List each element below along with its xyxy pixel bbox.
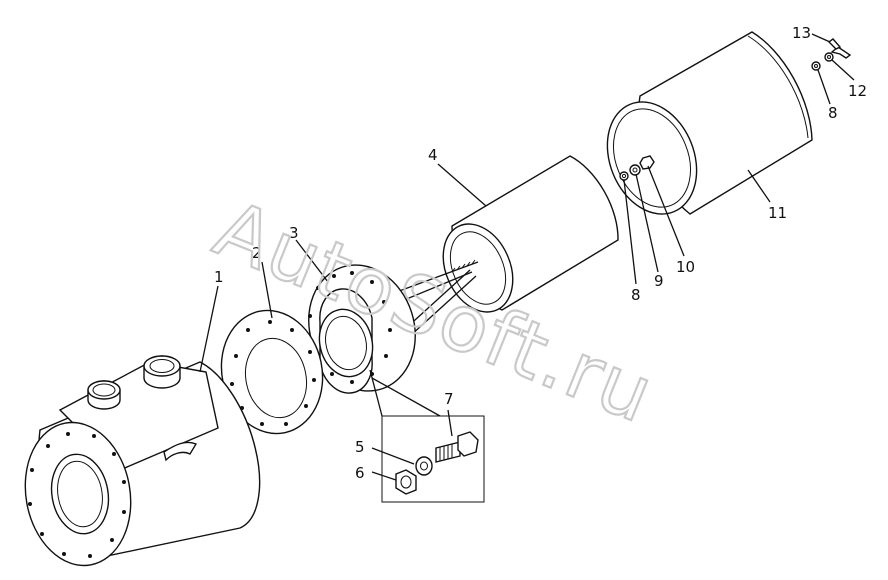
leader-lines	[199, 33, 855, 481]
callout-3: 3	[289, 224, 299, 242]
callout-10: 10	[676, 258, 695, 276]
callout-11: 11	[768, 204, 787, 222]
part-11-outer-cover	[606, 31, 813, 215]
part-3-flange	[308, 264, 416, 394]
callout-5: 5	[355, 438, 365, 456]
callout-8-lower: 8	[631, 286, 641, 304]
callout-4: 4	[428, 146, 438, 164]
callout-2: 2	[252, 244, 262, 262]
callout-6: 6	[355, 464, 365, 482]
callout-8-upper: 8	[828, 104, 838, 122]
callout-9: 9	[654, 272, 664, 290]
callout-7: 7	[444, 390, 454, 408]
callout-13: 13	[792, 24, 811, 42]
part-2-gasket	[220, 309, 324, 435]
part-5-washer	[415, 456, 433, 476]
fastener-detail-box	[369, 369, 485, 503]
callout-1: 1	[214, 268, 224, 286]
part-6-nut	[395, 469, 417, 495]
callout-12: 12	[848, 82, 867, 100]
part-1-housing	[24, 355, 261, 567]
part-8-9-10-washers-nut	[619, 155, 655, 181]
part-8-12-13-wing-fastener	[811, 38, 852, 71]
part-7-bolt	[435, 431, 479, 463]
